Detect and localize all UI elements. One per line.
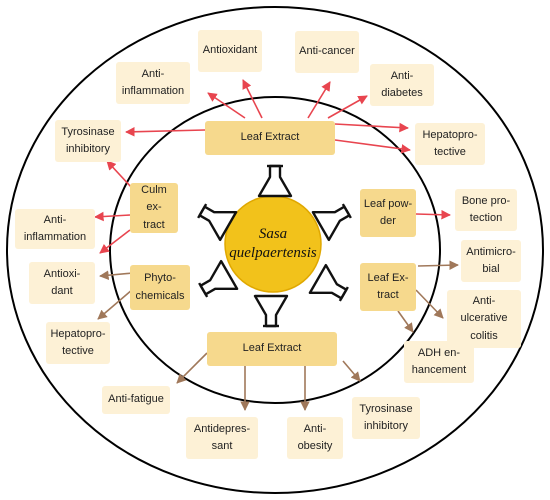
arrow [397, 310, 414, 333]
effect-adh-enhancement: ADH en- hancement [404, 341, 474, 383]
source-leaf-powder: Leaf pow- der [360, 189, 416, 237]
effect-antiulcerative-colitis: Anti- ulcerative colitis [447, 290, 521, 348]
effect-antidepressant: Antidepres- sant [186, 417, 258, 459]
effect-bone-protection: Bone pro- tection [455, 189, 517, 231]
arrow [327, 95, 368, 119]
source-leaf-extract-right: Leaf Ex- tract [360, 263, 416, 311]
effect-antiinflammation-left: Anti- inflammation [15, 209, 95, 249]
effect-tyrosinase-top: Tyrosinase inhibitory [55, 120, 121, 162]
effect-antiobesity: Anti- obesity [287, 417, 343, 459]
effect-antimicrobial: Antimicro- bial [461, 240, 521, 282]
source-culm-extract: Culm ex- tract [130, 183, 178, 233]
effect-antioxidant-left: Antioxi- dant [29, 262, 95, 304]
arrow [125, 126, 206, 137]
arrow [176, 352, 208, 384]
arrow [334, 122, 409, 133]
outer-ring [6, 6, 544, 494]
inner-ring [109, 96, 441, 404]
effect-anticancer: Anti-cancer [295, 31, 359, 73]
arrow [415, 289, 444, 319]
flask-icon [253, 294, 289, 328]
effect-antifatigue: Anti-fatigue [102, 386, 170, 414]
arrow [106, 160, 133, 189]
source-leaf-extract-top: Leaf Extract [205, 121, 335, 155]
source-phytochemicals: Phyto- chemicals [130, 265, 190, 310]
arrow [99, 270, 134, 280]
center-label: Sasa quelpaertensis [229, 226, 317, 261]
arrow [415, 209, 451, 220]
effect-hepatoprotective-left: Hepatopro- tective [46, 322, 110, 364]
arrow [97, 288, 134, 320]
arrow [99, 229, 131, 254]
effect-tyrosinase-bottom: Tyrosinase inhibitory [352, 397, 420, 439]
source-leaf-extract-bottom: Leaf Extract [207, 332, 337, 366]
flask-icon [257, 164, 293, 198]
arrow [94, 211, 131, 222]
arrow [207, 92, 246, 119]
arrow [342, 360, 361, 382]
arrow [242, 79, 263, 119]
arrow [307, 81, 331, 119]
effect-antioxidant-top: Antioxidant [198, 30, 262, 72]
effect-hepatoprotective-right: Hepatopro- tective [415, 123, 485, 165]
effect-antiinflammation-top: Anti- inflammation [116, 62, 190, 104]
arrow [334, 139, 411, 154]
effect-antidiabetes: Anti- diabetes [370, 64, 434, 106]
center-node: Sasa quelpaertensis [225, 196, 321, 292]
arrow [417, 260, 459, 271]
